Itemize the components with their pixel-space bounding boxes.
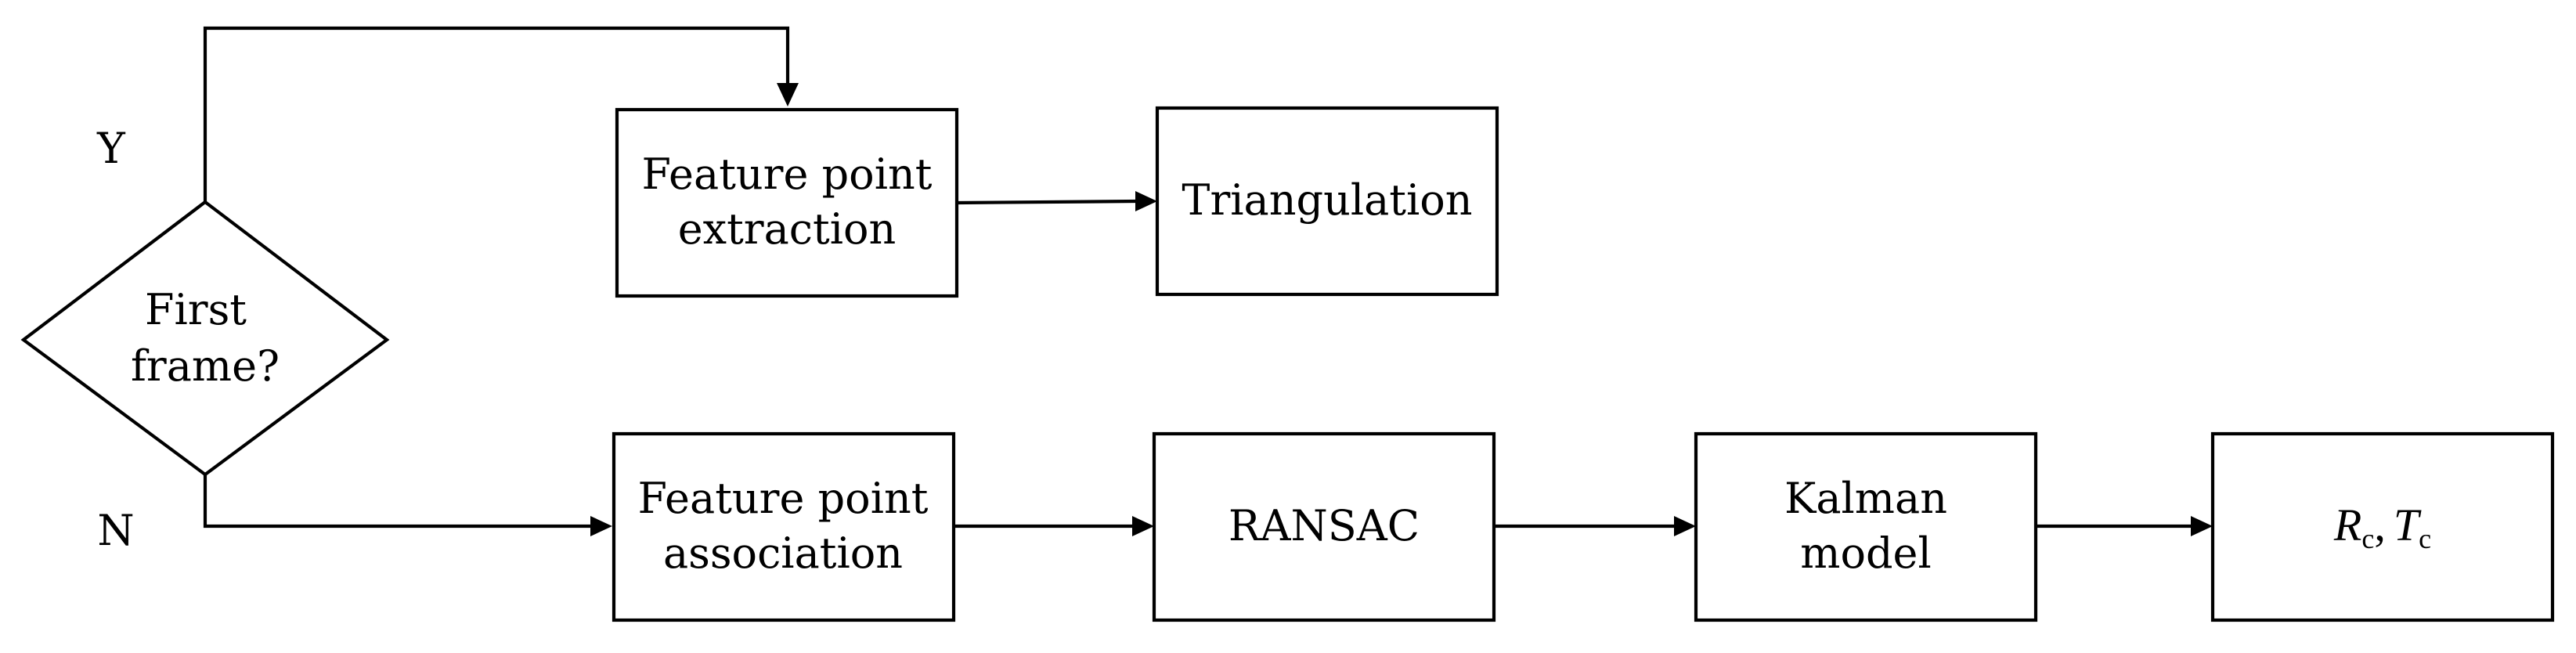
first-frame-decision bbox=[20, 200, 390, 477]
association-line-2: association bbox=[663, 529, 903, 578]
translation-subscript: c bbox=[2419, 523, 2431, 554]
extraction-line-1: Feature point bbox=[642, 150, 933, 199]
triangulation-box bbox=[1155, 106, 1499, 297]
feature-point-extraction-box bbox=[615, 107, 959, 298]
yes-label: Y bbox=[96, 124, 126, 173]
ransac-to-kalman-arrowhead bbox=[1674, 516, 1696, 536]
ransac-label: RANSAC bbox=[1228, 501, 1420, 550]
extraction-line-2: extraction bbox=[678, 204, 897, 254]
triangulation-label: Triangulation bbox=[1182, 175, 1472, 225]
association-to-ransac-arrowhead bbox=[1132, 516, 1154, 536]
kalman-model-box bbox=[1694, 431, 2038, 622]
decision-line-2: frame? bbox=[131, 341, 280, 391]
rotation-subscript: c bbox=[2361, 523, 2374, 554]
extraction-to-triangulation-connector bbox=[956, 199, 1138, 205]
kalman-line-2: model bbox=[1800, 529, 1932, 578]
ransac-box bbox=[1152, 431, 1496, 622]
yes-branch-connector bbox=[203, 26, 790, 202]
yes-branch-arrowhead bbox=[777, 83, 799, 106]
extraction-to-triangulation-arrowhead bbox=[1135, 191, 1157, 211]
feature-point-association-box bbox=[612, 431, 956, 622]
translation-symbol: T bbox=[2394, 500, 2422, 550]
kalman-to-output-arrowhead bbox=[2191, 516, 2213, 536]
association-line-1: Feature point bbox=[638, 474, 929, 523]
decision-line-1: First bbox=[145, 285, 247, 334]
no-branch-connector bbox=[203, 474, 592, 529]
rotation-symbol: R bbox=[2333, 500, 2361, 550]
rotation-translation-output-box bbox=[2210, 431, 2555, 622]
output-label: Rc,Tc bbox=[2333, 500, 2431, 554]
output-separator: , bbox=[2374, 500, 2386, 550]
no-label: N bbox=[97, 506, 134, 555]
kalman-line-1: Kalman bbox=[1784, 474, 1947, 523]
no-branch-arrowhead bbox=[590, 516, 612, 536]
